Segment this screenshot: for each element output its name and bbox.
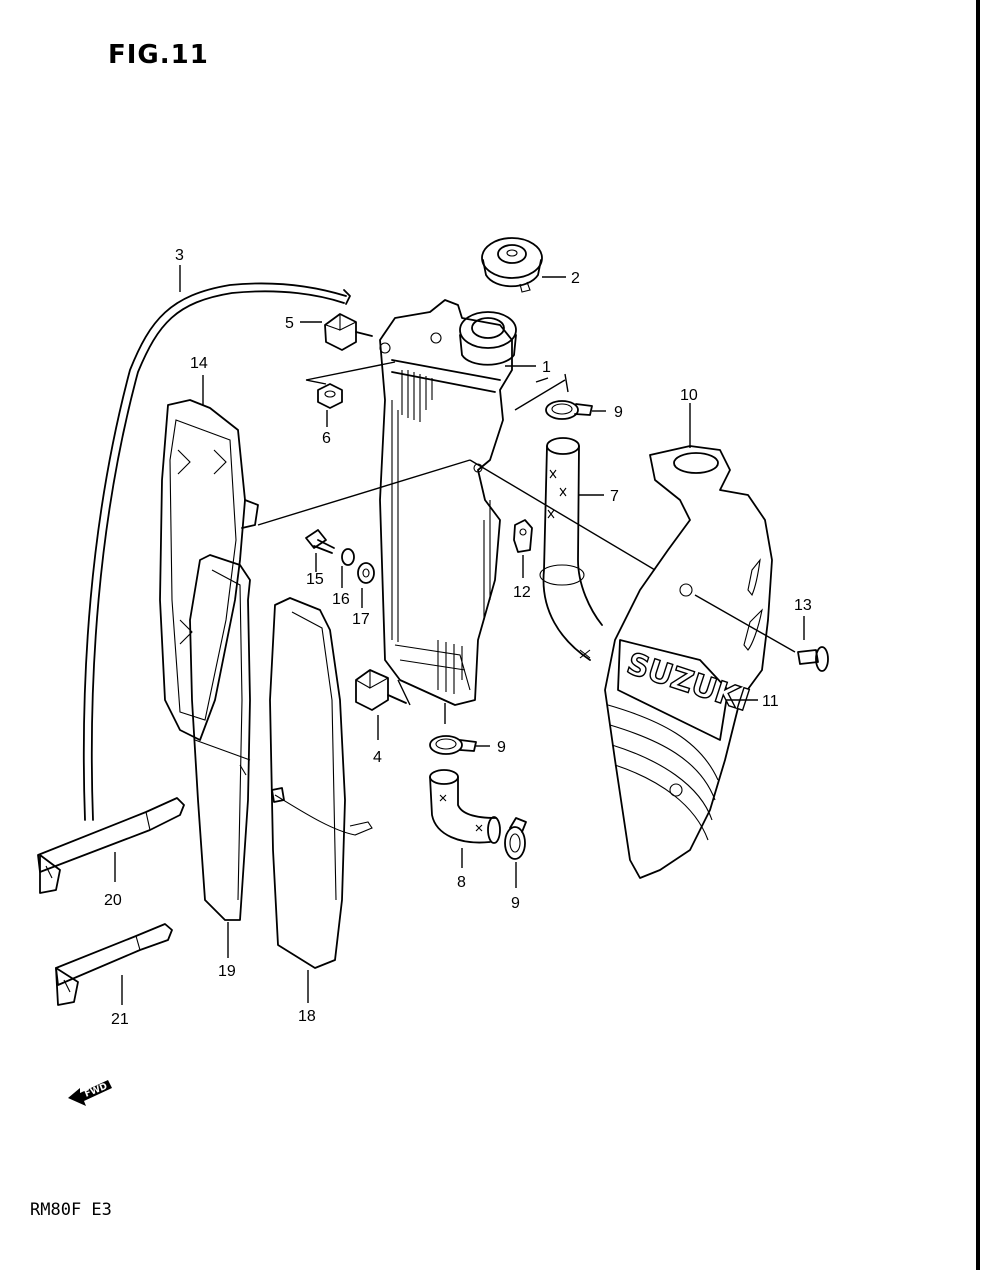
page-edge-border	[976, 0, 980, 1270]
callout-9-middle: 9	[497, 739, 506, 756]
part-mount-rubber-upper	[300, 313, 373, 351]
callout-7: 7	[610, 488, 619, 505]
part-bolt-and-washers	[305, 529, 375, 608]
part-strap-lower	[55, 923, 173, 1006]
callout-3: 3	[175, 247, 184, 264]
callout-16: 16	[332, 591, 350, 608]
figure-title: FIG.11	[108, 40, 209, 70]
callout-12: 12	[513, 584, 531, 601]
part-mount-rubber-lower	[355, 669, 411, 740]
part-radiator	[379, 299, 536, 706]
callout-13: 13	[794, 597, 812, 614]
callout-21: 21	[111, 1011, 129, 1028]
fwd-label: FWD	[83, 1082, 109, 1100]
part-nut	[305, 361, 396, 427]
callout-8: 8	[457, 874, 466, 891]
part-upper-hose	[539, 437, 604, 661]
part-radiator-cap	[481, 237, 566, 293]
fwd-arrow-icon: FWD	[68, 1080, 112, 1106]
callout-labels: 1 2 3 4 5 6 7 8 9 9 9 10 11 12 13 14 15 …	[104, 247, 812, 1028]
callout-14: 14	[190, 355, 208, 372]
part-left-side-cover	[189, 554, 251, 958]
part-hose-clamp-lower	[504, 817, 527, 888]
part-overflow-tube	[82, 265, 351, 821]
model-label: RM80F E3	[30, 1200, 112, 1220]
callout-1: 1	[542, 359, 551, 376]
callout-19: 19	[218, 963, 236, 980]
part-radiator-shroud: SUZUKI	[604, 403, 773, 879]
part-bracket	[513, 519, 533, 578]
callout-11: 11	[762, 693, 779, 710]
callout-9-upper: 9	[614, 404, 623, 421]
callout-9-lower: 9	[511, 895, 520, 912]
callout-17: 17	[352, 611, 370, 628]
callout-18: 18	[298, 1008, 316, 1025]
part-hose-clamp-upper	[514, 373, 606, 420]
callout-4: 4	[373, 749, 382, 766]
part-radiator-guard	[159, 375, 656, 741]
callout-6: 6	[322, 430, 331, 447]
part-lower-hose	[429, 769, 501, 868]
callout-2: 2	[571, 270, 580, 287]
part-strap-upper	[37, 797, 185, 894]
callout-5: 5	[285, 315, 294, 332]
part-shroud-bolt	[694, 594, 829, 672]
callout-20: 20	[104, 892, 122, 909]
callout-10: 10	[680, 387, 698, 404]
part-hose-clamp-middle	[429, 703, 490, 755]
part-right-side-cover	[269, 597, 373, 1003]
callout-15: 15	[306, 571, 324, 588]
